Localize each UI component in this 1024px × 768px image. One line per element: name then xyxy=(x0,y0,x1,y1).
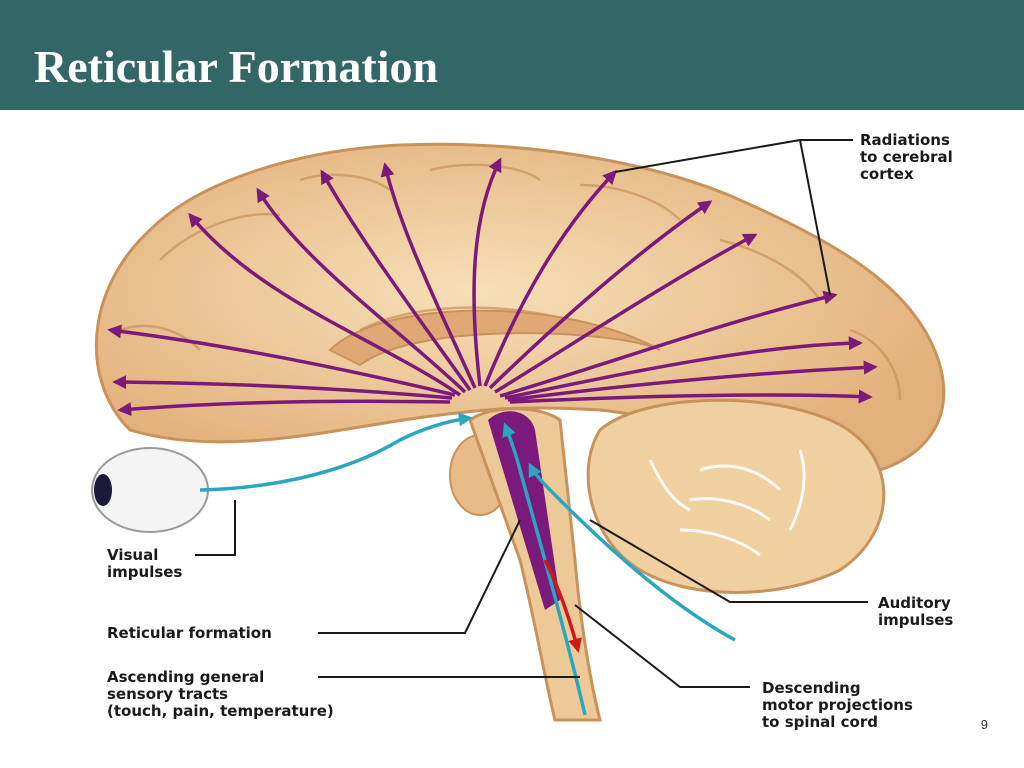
slide-title: Reticular Formation xyxy=(34,41,439,92)
cerebellum-folia xyxy=(648,449,806,557)
brain-diagram xyxy=(91,139,946,722)
label-radiations: Radiations to cerebral cortex xyxy=(860,131,953,183)
eye-pupil xyxy=(94,474,112,506)
reticular-formation-region xyxy=(488,411,560,610)
label-visual-impulses: Visual impulses xyxy=(107,546,183,581)
visual-pathway xyxy=(199,412,473,492)
auditory-pathway xyxy=(528,462,736,642)
descending-motor-arrow xyxy=(543,559,582,653)
slide-number: 9 xyxy=(980,717,988,732)
ascending-tracts xyxy=(502,422,587,716)
corpus-callosum xyxy=(328,309,661,367)
radiation-arrows xyxy=(107,157,878,417)
label-reticular-formation: Reticular formation xyxy=(107,624,272,642)
cerebellum xyxy=(586,398,886,594)
label-ascending-tracts: Ascending general sensory tracts (touch,… xyxy=(107,668,334,720)
label-auditory-impulses: Auditory impulses xyxy=(878,594,954,629)
title-bar: Reticular Formation xyxy=(0,0,1024,110)
leader-lines xyxy=(195,139,868,688)
label-descending-motor: Descending motor projections to spinal c… xyxy=(762,679,913,731)
